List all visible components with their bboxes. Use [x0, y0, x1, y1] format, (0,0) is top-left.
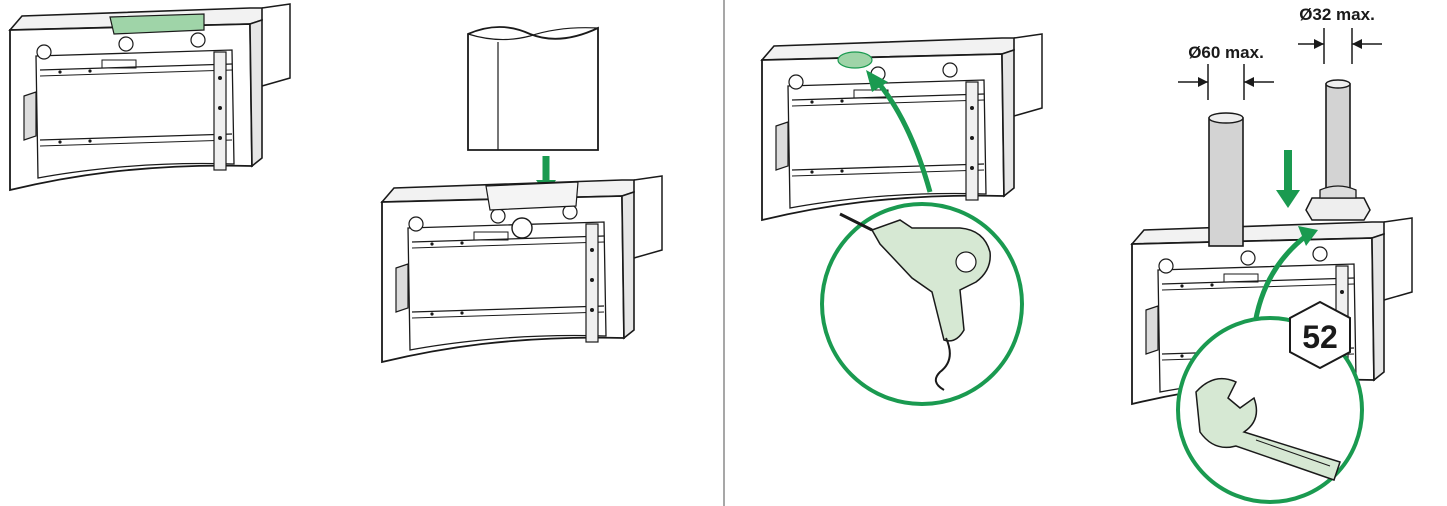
drill-detail-circle — [820, 202, 1024, 406]
arrow-drill — [874, 78, 933, 193]
drill-point-highlight — [837, 51, 873, 69]
dimension-60: Ø60 max. — [1178, 43, 1274, 100]
dimension-32: Ø32 max. — [1298, 5, 1382, 64]
hex-size-badge: 52 — [1289, 300, 1351, 370]
wrench-detail-circle: 52 — [1176, 300, 1364, 504]
dim-60-label: Ø60 max. — [1188, 43, 1264, 62]
enclosure-step-1 — [9, 3, 291, 191]
pipe-32 — [1305, 79, 1371, 221]
enclosure-step-3 — [761, 33, 1043, 406]
gland-nut — [1305, 197, 1371, 221]
wrench-size-label: 52 — [1302, 319, 1338, 355]
cover-block — [467, 26, 599, 151]
wrench-icon — [1195, 377, 1341, 481]
arrow-down-icon — [1276, 150, 1300, 208]
lid-highlight — [109, 13, 205, 35]
enclosure-step-2 — [381, 26, 663, 363]
enclosure-step-4: Ø60 max. Ø32 max. — [1131, 5, 1413, 504]
pipe-60 — [1208, 112, 1244, 247]
drill-icon — [839, 212, 991, 391]
dim-32-label: Ø32 max. — [1299, 5, 1375, 24]
